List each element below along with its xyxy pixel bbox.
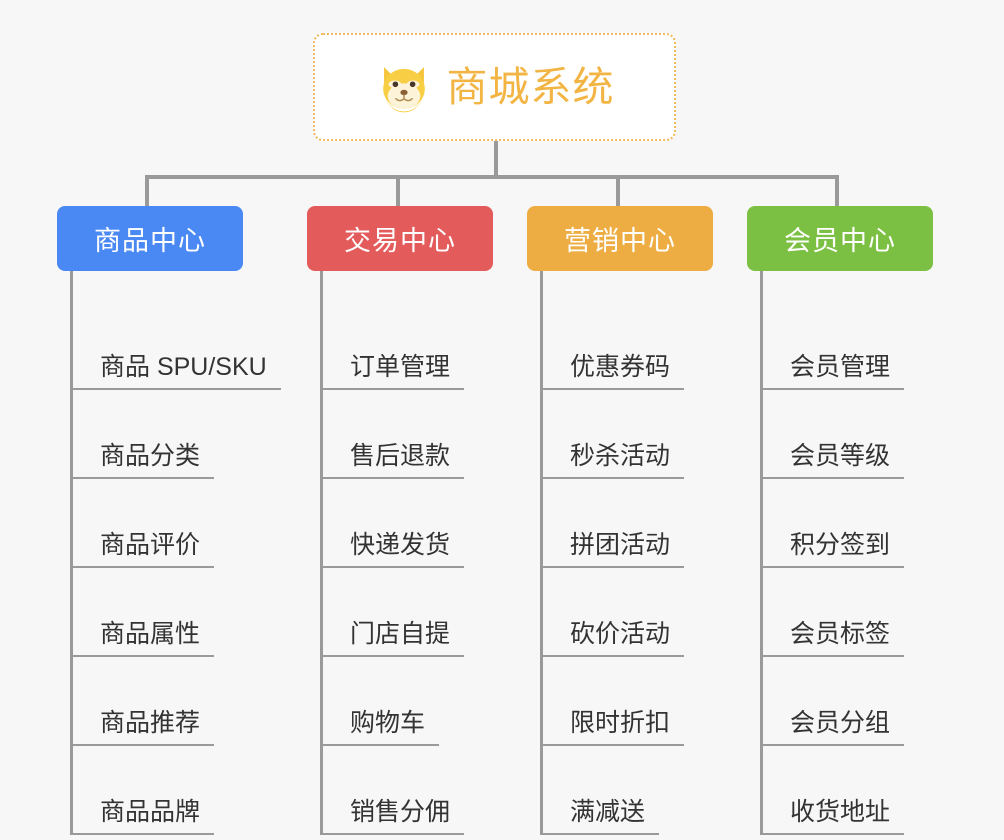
root-node[interactable]: 商城系统 — [313, 33, 676, 141]
branch-leaves-0: 商品 SPU/SKU 商品分类 商品评价 商品属性 商品推荐 商品品牌 — [57, 271, 281, 835]
list-item[interactable]: 商品分类 — [70, 390, 277, 479]
leaf-label: 会员分组 — [760, 709, 905, 746]
branch-column-会员中心: 会员中心 会员管理 会员等级 积分签到 会员标签 会员分组 收货地址 — [747, 206, 967, 835]
leaf-label: 售后退款 — [320, 442, 465, 479]
connector-root-stem — [494, 141, 498, 177]
shiba-dog-emoji — [382, 67, 425, 113]
leaf-label: 秒杀活动 — [540, 442, 685, 479]
list-item[interactable]: 会员标签 — [760, 568, 967, 657]
list-item[interactable]: 商品推荐 — [70, 657, 277, 746]
leaf-label: 收货地址 — [760, 798, 905, 835]
leaf-label: 会员标签 — [760, 620, 905, 657]
branch-header-1[interactable]: 交易中心 — [307, 206, 493, 271]
connector-drop-2 — [616, 177, 620, 209]
list-item[interactable]: 订单管理 — [320, 301, 527, 390]
branch-spine-0 — [70, 271, 73, 835]
leaf-label: 快递发货 — [320, 531, 465, 568]
list-item[interactable]: 砍价活动 — [540, 568, 747, 657]
list-item[interactable]: 积分签到 — [760, 479, 967, 568]
leaf-label: 商品属性 — [70, 620, 215, 657]
branch-header-label: 会员中心 — [784, 226, 896, 256]
leaf-label: 会员管理 — [760, 353, 905, 390]
list-item[interactable]: 收货地址 — [760, 746, 967, 835]
list-item[interactable]: 商品 SPU/SKU — [70, 301, 281, 390]
list-item[interactable]: 拼团活动 — [540, 479, 747, 568]
leaf-label: 商品推荐 — [70, 709, 215, 746]
leaf-label: 会员等级 — [760, 442, 905, 479]
branch-header-label: 营销中心 — [564, 226, 676, 256]
list-item[interactable]: 门店自提 — [320, 568, 527, 657]
branch-column-商品中心: 商品中心 商品 SPU/SKU 商品分类 商品评价 商品属性 商品推荐 商品品牌 — [57, 206, 281, 835]
list-item[interactable]: 商品评价 — [70, 479, 277, 568]
connector-drop-1 — [396, 177, 400, 209]
branch-header-3[interactable]: 会员中心 — [747, 206, 933, 271]
list-item[interactable]: 快递发货 — [320, 479, 527, 568]
leaf-label: 商品评价 — [70, 531, 215, 568]
list-item[interactable]: 会员等级 — [760, 390, 967, 479]
root-title: 商城系统 — [446, 63, 615, 110]
list-item[interactable]: 销售分佣 — [320, 746, 527, 835]
branch-spine-1 — [320, 271, 323, 835]
list-item[interactable]: 商品品牌 — [70, 746, 277, 835]
leaf-label: 销售分佣 — [320, 798, 465, 835]
connector-drop-3 — [835, 177, 839, 209]
branch-spine-3 — [760, 271, 763, 835]
list-item[interactable]: 商品属性 — [70, 568, 277, 657]
list-item[interactable]: 满减送 — [540, 746, 747, 835]
leaf-label: 订单管理 — [320, 353, 465, 390]
leaf-label: 优惠券码 — [540, 353, 685, 390]
leaf-label: 积分签到 — [760, 531, 905, 568]
leaf-label: 购物车 — [320, 709, 440, 746]
branch-leaves-3: 会员管理 会员等级 积分签到 会员标签 会员分组 收货地址 — [747, 271, 967, 835]
list-item[interactable]: 购物车 — [320, 657, 527, 746]
list-item[interactable]: 会员管理 — [760, 301, 967, 390]
list-item[interactable]: 秒杀活动 — [540, 390, 747, 479]
connector-horizontal-bus — [145, 175, 839, 179]
leaf-label: 拼团活动 — [540, 531, 685, 568]
leaf-label: 商品品牌 — [70, 798, 215, 835]
branch-spine-2 — [540, 271, 543, 835]
branch-header-label: 交易中心 — [344, 226, 456, 256]
branch-leaves-2: 优惠券码 秒杀活动 拼团活动 砍价活动 限时折扣 满减送 — [527, 271, 747, 835]
leaf-label: 限时折扣 — [540, 709, 685, 746]
list-item[interactable]: 优惠券码 — [540, 301, 747, 390]
list-item[interactable]: 限时折扣 — [540, 657, 747, 746]
leaf-label: 门店自提 — [320, 620, 465, 657]
leaf-label: 满减送 — [540, 798, 660, 835]
leaf-label: 砍价活动 — [540, 620, 685, 657]
list-item[interactable]: 会员分组 — [760, 657, 967, 746]
connector-drop-0 — [145, 177, 149, 209]
branch-header-0[interactable]: 商品中心 — [57, 206, 243, 271]
branch-column-营销中心: 营销中心 优惠券码 秒杀活动 拼团活动 砍价活动 限时折扣 满减送 — [527, 206, 747, 835]
branch-header-2[interactable]: 营销中心 — [527, 206, 713, 271]
branch-column-交易中心: 交易中心 订单管理 售后退款 快递发货 门店自提 购物车 销售分佣 — [307, 206, 527, 835]
leaf-label: 商品分类 — [70, 442, 215, 479]
branch-header-label: 商品中心 — [94, 226, 206, 256]
branch-leaves-1: 订单管理 售后退款 快递发货 门店自提 购物车 销售分佣 — [307, 271, 527, 835]
list-item[interactable]: 售后退款 — [320, 390, 527, 479]
leaf-label: 商品 SPU/SKU — [70, 353, 281, 390]
